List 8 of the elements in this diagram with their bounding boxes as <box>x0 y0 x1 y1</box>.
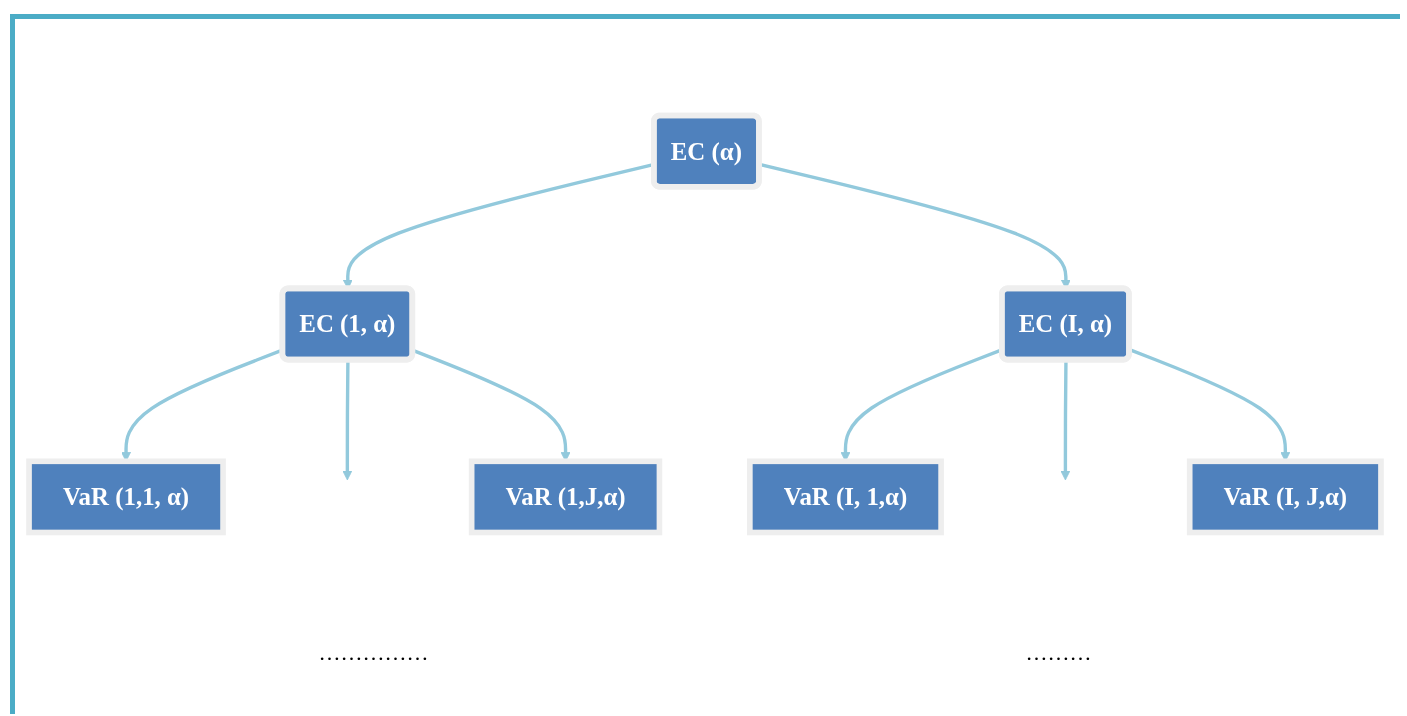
ellipsis-text: ……… <box>1025 640 1092 666</box>
node-box: VaR (I, J,α) <box>1186 458 1384 536</box>
node-box: VaR (1,1, α) <box>26 458 226 536</box>
ellipsis-text: …………… <box>318 640 429 666</box>
arrow <box>1060 360 1071 481</box>
arrow <box>342 360 353 481</box>
node-box: VaR (1,J,α) <box>468 458 663 536</box>
node-box: VaR (I, 1,α) <box>747 458 944 536</box>
